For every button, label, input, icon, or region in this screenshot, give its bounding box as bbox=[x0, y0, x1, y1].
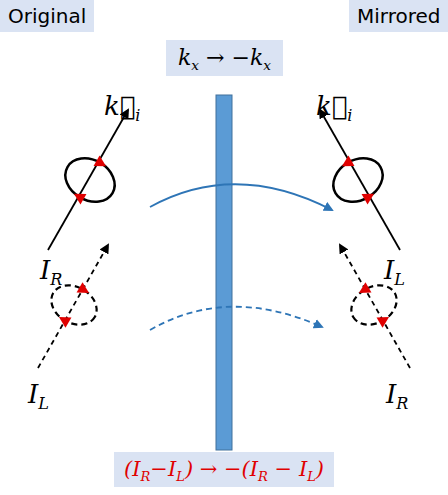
wavevector-label: k⃗i bbox=[104, 92, 141, 121]
box-text: (IR−IL) → −(IR − IL) bbox=[124, 457, 324, 482]
box-text: Original bbox=[8, 4, 86, 28]
current-label: IL bbox=[28, 380, 49, 409]
current-label: IR bbox=[40, 256, 62, 285]
title-box: Mirrored bbox=[349, 0, 448, 32]
box-text: Mirrored bbox=[357, 4, 441, 28]
result-box: (IR−IL) → −(IR − IL) bbox=[114, 452, 334, 487]
box-text: kx → −kx bbox=[178, 45, 271, 71]
current-label: IR bbox=[386, 380, 408, 409]
transform-box: kx → −kx bbox=[166, 40, 283, 76]
wavevector-label: k⃗i bbox=[316, 92, 353, 121]
current-label: IL bbox=[384, 256, 405, 285]
title-box: Original bbox=[0, 0, 94, 32]
